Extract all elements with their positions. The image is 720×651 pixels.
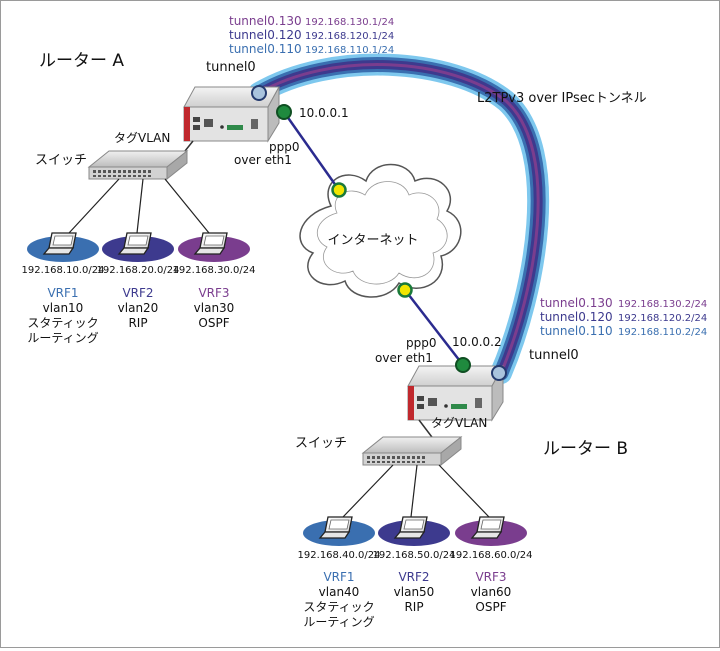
laptop-icon — [117, 232, 152, 255]
tunnel-b-0-ip: 192.168.130.2/24 — [618, 299, 707, 310]
tunnel-a-2-name: tunnel0.110 — [229, 42, 302, 56]
router-a-ppp: ppp0 — [269, 140, 300, 154]
switch-b-label: スイッチ — [295, 436, 347, 451]
tunnel-b-2-name: tunnel0.110 — [540, 324, 613, 338]
router-b-tunnel-label: tunnel0 — [529, 348, 579, 363]
segment-a-3-vrf: VRF3 — [198, 286, 229, 300]
segment-b-2-vrf: VRF2 — [398, 570, 429, 584]
tunnel-a-0-name: tunnel0.130 — [229, 14, 302, 28]
switch-a — [87, 149, 189, 181]
router-a — [183, 86, 280, 143]
router-a-name: ルーター A — [39, 51, 124, 71]
router-b-ppp: ppp0 — [406, 336, 437, 350]
tunnel-a-1-ip: 192.168.120.1/24 — [305, 31, 394, 42]
internet-label: インターネット — [327, 233, 418, 248]
segments-layer: 192.168.10.0/24VRF1vlan10スタティックルーティング192… — [22, 232, 533, 629]
l2tp-tunnel-label: L2TPv3 over IPsecトンネル — [477, 91, 647, 106]
segment-b-3-vrf: VRF3 — [475, 570, 506, 584]
wan-link-a — [282, 111, 341, 191]
segment-b-1-vrf: VRF1 — [323, 570, 354, 584]
wan-link-b — [404, 289, 464, 366]
router-a-tagvlan: タグVLAN — [114, 131, 170, 145]
tunnel-b-0-name: tunnel0.130 — [540, 296, 613, 310]
laptop-icon — [470, 516, 505, 539]
router-b-over: over eth1 — [375, 351, 433, 365]
segment-b-3-vlan: vlan60 — [471, 585, 512, 599]
segment-b-2-vlan: vlan50 — [394, 585, 435, 599]
segment-a-1-vlan: vlan10 — [43, 301, 84, 315]
segment-a-2-network: 192.168.20.0/24 — [97, 265, 180, 276]
segment-b-2-protocol: RIP — [404, 600, 423, 614]
internet-entry-point-b — [397, 282, 413, 298]
tunnel-b-1-ip: 192.168.120.2/24 — [618, 313, 707, 324]
laptop-icon — [193, 232, 228, 255]
segment-a-2-vrf: VRF2 — [122, 286, 153, 300]
router-a-address: 10.0.0.1 — [299, 106, 349, 120]
tunnel-b-2-ip: 192.168.110.2/24 — [618, 327, 707, 338]
segment-b-1-network: 192.168.40.0/24 — [298, 550, 381, 561]
router-b-address: 10.0.0.2 — [452, 335, 502, 349]
segment-b-1-protocol-line2: ルーティング — [303, 615, 374, 629]
router-a-tunnel-port — [251, 85, 267, 101]
router-b-name: ルーター B — [543, 439, 628, 459]
tunnel-a-1-name: tunnel0.120 — [229, 28, 302, 42]
router-a-tunnel-label: tunnel0 — [206, 60, 256, 75]
segment-b-1-protocol: スタティック — [303, 600, 374, 614]
router-b-tunnel-port — [491, 365, 507, 381]
router-a-wan-port — [276, 104, 292, 120]
segment-b-2-network: 192.168.50.0/24 — [373, 550, 456, 561]
segment-a-1-protocol: スタティック — [27, 316, 98, 330]
segment-a-1-protocol-line2: ルーティング — [27, 331, 98, 345]
tunnel-a-0-ip: 192.168.130.1/24 — [305, 17, 394, 28]
tunnel-b-1-name: tunnel0.120 — [540, 310, 613, 324]
laptop-icon — [42, 232, 77, 255]
segment-b-3-network: 192.168.60.0/24 — [450, 550, 533, 561]
switch-b — [361, 435, 463, 467]
segment-a-1-vrf: VRF1 — [47, 286, 78, 300]
internet-entry-point-a — [331, 182, 347, 198]
segment-a-3-vlan: vlan30 — [194, 301, 235, 315]
segment-a-2-protocol: RIP — [128, 316, 147, 330]
router-b-tagvlan: タグVLAN — [431, 416, 487, 430]
router-b-wan-port — [455, 357, 471, 373]
laptop-icon — [318, 516, 353, 539]
router-b — [407, 365, 504, 422]
router-a-over: over eth1 — [234, 153, 292, 167]
laptop-icon — [393, 516, 428, 539]
segment-b-3-protocol: OSPF — [475, 600, 506, 614]
segment-b-1-vlan: vlan40 — [319, 585, 360, 599]
l2tp-tunnel-arc — [248, 53, 550, 384]
switch-a-label: スイッチ — [35, 153, 87, 168]
segment-a-3-network: 192.168.30.0/24 — [173, 265, 256, 276]
internet-cloud: インターネット — [299, 163, 462, 298]
segment-a-2-vlan: vlan20 — [118, 301, 159, 315]
tunnel-a-2-ip: 192.168.110.1/24 — [305, 45, 394, 56]
segment-a-3-protocol: OSPF — [198, 316, 229, 330]
segment-a-1-network: 192.168.10.0/24 — [22, 265, 105, 276]
